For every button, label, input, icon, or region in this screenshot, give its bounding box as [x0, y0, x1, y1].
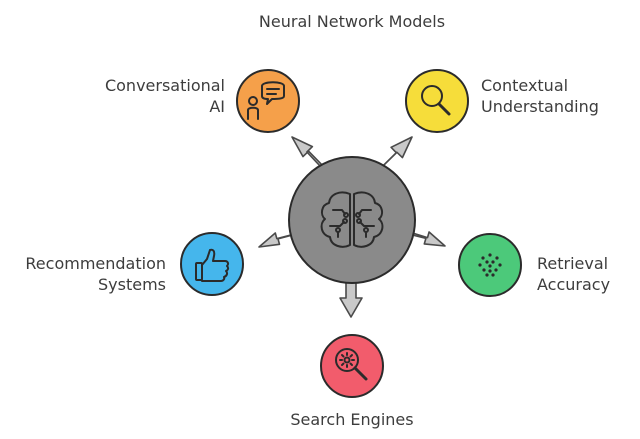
- person-chat-icon: [247, 81, 285, 120]
- search-engines-label: Search Engines: [290, 410, 413, 429]
- retrieval-accuracy-label-line2: Accuracy: [537, 275, 610, 294]
- arrow-to-conversational-ai: [291, 136, 325, 169]
- center-circle: [288, 156, 416, 284]
- search-engines-circle: [320, 334, 384, 398]
- node-contextual-understanding: Contextual Understanding: [405, 69, 599, 133]
- dotted-target-icon: [478, 253, 502, 277]
- conversational-ai-label-line2: AI: [209, 97, 225, 116]
- recommendation-systems-circle: [180, 232, 244, 296]
- conversational-ai-label-line1: Conversational: [105, 76, 225, 95]
- gear-search-icon: [335, 348, 368, 381]
- node-retrieval-accuracy: Retrieval Accuracy: [458, 233, 610, 297]
- arrow-to-recommendation-systems: [258, 232, 294, 248]
- arrow-to-search-engines: [339, 281, 363, 318]
- center-node: [288, 156, 416, 284]
- node-conversational-ai: Conversational AI: [105, 69, 300, 133]
- retrieval-accuracy-label-line1: Retrieval: [537, 254, 608, 273]
- contextual-understanding-label-line1: Contextual: [481, 76, 568, 95]
- arrow-to-retrieval-accuracy: [411, 231, 446, 247]
- recommendation-systems-label-line1: Recommendation: [25, 254, 166, 273]
- node-search-engines: Search Engines: [290, 334, 414, 429]
- magnifier-icon: [421, 85, 451, 116]
- contextual-understanding-circle: [405, 69, 469, 133]
- arrows: [258, 136, 446, 318]
- brain-icon: [320, 191, 384, 248]
- arrow-to-contextual-understanding: [379, 136, 413, 170]
- node-recommendation-systems: Recommendation Systems: [25, 232, 244, 296]
- contextual-understanding-label-line2: Understanding: [481, 97, 599, 116]
- recommendation-systems-label-line2: Systems: [98, 275, 166, 294]
- thumbs-up-icon: [195, 248, 230, 282]
- diagram-title: Neural Network Models: [259, 12, 445, 31]
